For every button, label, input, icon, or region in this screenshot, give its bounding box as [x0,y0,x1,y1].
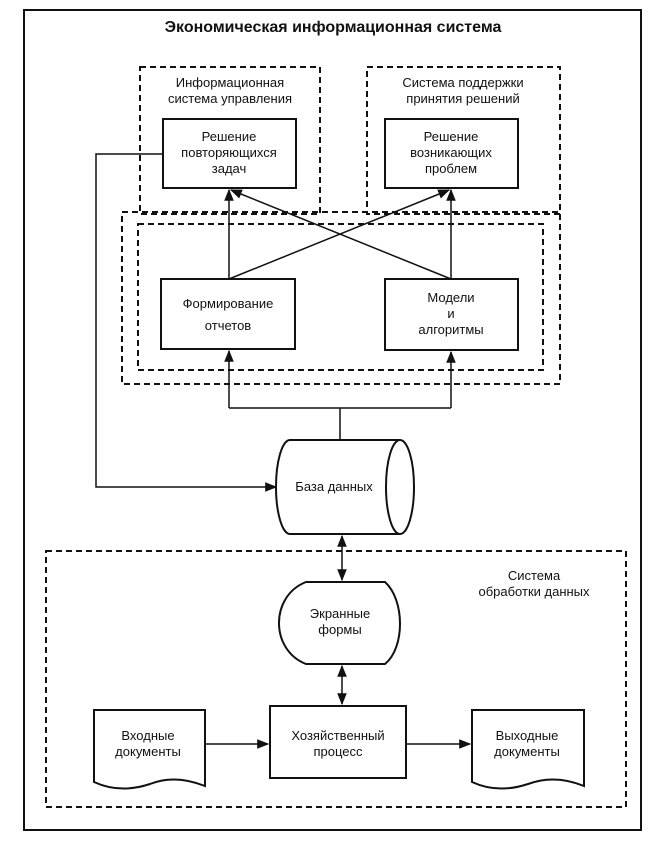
reports-box [160,278,296,350]
database-cylinder-front-edge [385,439,401,535]
emerging-problems-box [384,118,519,189]
group-mis-border [139,66,321,215]
repeating-tasks-label: Решение повторяющихся задач [181,129,277,176]
group-dps-border [45,550,627,808]
group-dss-label: Система поддержки принятия решений [402,75,524,106]
models-label: Модели и алгоритмы [418,290,484,337]
input-docs-shape [93,709,206,790]
business-process-box [269,705,407,779]
database-label: База данных [295,479,373,494]
reports-label: Формирование отчетов [182,296,274,333]
output-docs-shape [471,709,585,790]
repeating-tasks-box [162,118,297,189]
emerging-problems-label: Решение возникающих проблем [410,129,492,176]
group-dps-label: Система обработки данных [478,568,590,599]
business-process-label: Хозяйственный процесс [291,728,385,759]
screen-forms-shape [278,581,401,665]
input-docs-label: Входные документы [115,728,181,759]
screen-forms-label: Экранные формы [309,606,371,637]
output-docs-label: Выходные документы [494,728,560,759]
group-mis-label: Информационная система управления [168,75,292,106]
arrow-tasks-to-database [95,153,278,492]
diagram-title: Экономическая информационная система [164,19,502,36]
models-area-inner-border [137,223,544,371]
models-area-outer-border [121,211,561,385]
arrow-reports-to-problems [228,189,451,280]
outer-frame [23,9,642,831]
arrow-models-to-tasks [229,189,452,280]
